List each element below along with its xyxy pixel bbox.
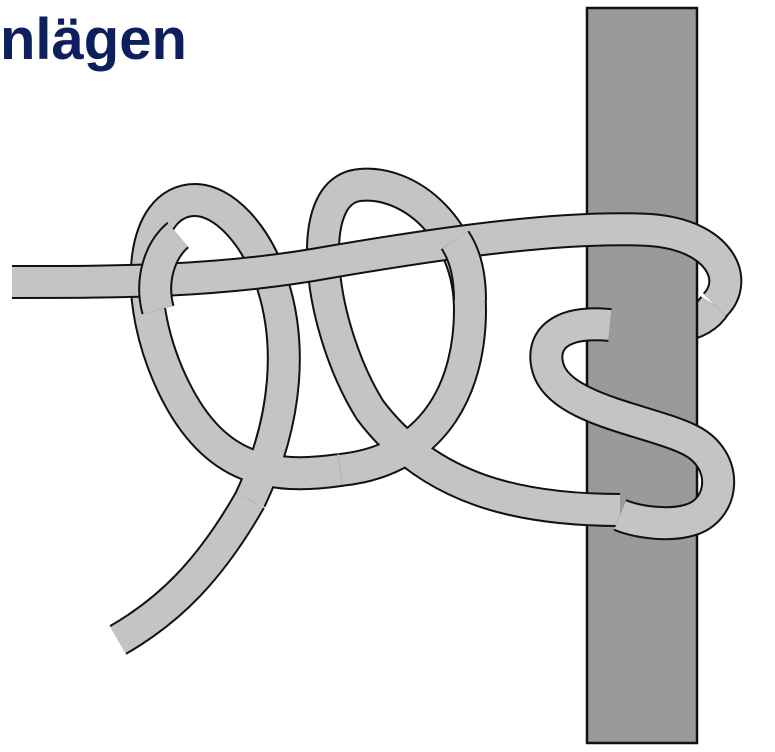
page-title: nlägen xyxy=(0,4,187,76)
pole xyxy=(587,8,697,743)
rope-tail xyxy=(118,500,250,640)
